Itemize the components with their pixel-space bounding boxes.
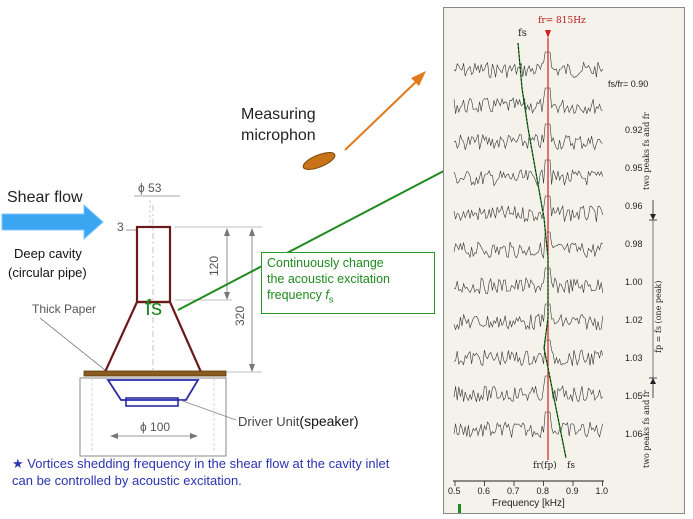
bottom-fs-label: fs xyxy=(567,461,575,471)
deep-cavity-label: Deep cavity xyxy=(14,246,82,261)
dim3-label: 3 xyxy=(117,220,124,234)
ratio-label: 0.96 xyxy=(625,201,643,211)
spectrum-trace xyxy=(453,267,604,295)
driver-unit-text: Driver Unit xyxy=(238,414,300,429)
ratio-label: 0.92 xyxy=(625,125,643,135)
ratio-label: 1.02 xyxy=(625,315,643,325)
spectrum-trace xyxy=(453,195,604,223)
note-line-3-text: frequency xyxy=(267,288,326,302)
note-f-symbol: f xyxy=(325,288,329,302)
x-tick-label: 0.7 xyxy=(507,486,520,496)
spectrum-trace xyxy=(453,339,604,367)
measuring-mic-label-1: Measuring xyxy=(241,106,316,123)
spectrum-trace xyxy=(453,87,603,115)
fs-tracking-line xyxy=(517,42,567,459)
x-tick-label: 0.9 xyxy=(566,486,579,496)
deep-cavity-pipe xyxy=(135,225,172,304)
microphone-arrow xyxy=(344,77,421,151)
speaker-box xyxy=(79,377,227,457)
dim320-label: 320 xyxy=(233,305,247,326)
apparatus-drawing xyxy=(1,71,443,457)
ratio-label: 1.00 xyxy=(625,277,643,287)
x-tick-label: 0.5 xyxy=(448,486,461,496)
link-line xyxy=(177,170,443,311)
note-line-2: the acoustic excitation xyxy=(267,272,390,286)
shear-flow-arrow xyxy=(1,203,104,241)
ratio-label: 1.05 xyxy=(625,391,643,401)
phi100-label: ϕ 100 xyxy=(140,420,171,434)
thick-paper-board xyxy=(83,370,227,377)
star-icon: ★ xyxy=(12,456,24,471)
top-fs-label: fs xyxy=(518,28,527,39)
speaker-unit xyxy=(106,379,200,401)
measuring-microphone xyxy=(302,152,336,170)
caption: ★ Vortices shedding frequency in the she… xyxy=(12,455,402,489)
excitation-note-box: Continuously change the acoustic excitat… xyxy=(261,252,435,314)
spectrum-trace xyxy=(453,159,604,187)
region-label-bottom: two peaks fs and fr xyxy=(642,390,651,468)
spectrum-trace xyxy=(453,123,603,151)
spectrum-panel: fs fr= 815Hz fr(fp) fs fs/fr= 0.90 0.92 0… xyxy=(443,7,685,514)
region-label-middle: fp = fs (one peak) xyxy=(654,280,663,353)
shear-flow-label: Shear flow xyxy=(7,189,83,206)
spectrum-trace xyxy=(453,303,604,331)
region-label-top: two peaks fs and fr xyxy=(642,112,651,190)
speaker-text: (speaker) xyxy=(299,413,359,429)
spectrum-trace xyxy=(453,51,604,78)
note-line-1: Continuously change xyxy=(267,256,384,270)
circular-pipe-label: (circular pipe) xyxy=(8,265,87,280)
spectrum-plot xyxy=(453,30,657,513)
note-line-3: frequency fs xyxy=(267,287,429,308)
spectrum-trace xyxy=(453,411,604,439)
note-s-subscript: s xyxy=(328,294,334,305)
ratio-label: 1.06 xyxy=(625,429,643,439)
x-tick-label: 1.0 xyxy=(595,486,609,496)
spectrum-trace xyxy=(453,375,604,403)
ratio-header: fs/fr= 0.90 xyxy=(608,79,649,89)
ratio-label: 0.95 xyxy=(625,163,643,173)
driver-unit-label: Driver Unit(speaker) xyxy=(238,413,359,429)
measuring-mic-label-2: microphon xyxy=(241,127,316,144)
ratio-label: 1.03 xyxy=(625,353,643,363)
x-axis-label: Frequency [kHz] xyxy=(492,498,565,509)
bottom-fr-label: fr(fp) xyxy=(533,461,557,471)
top-fr-label: fr= 815Hz xyxy=(538,16,586,26)
dim120-label: 120 xyxy=(207,255,221,276)
thick-paper-label: Thick Paper xyxy=(32,302,97,316)
fs-label: fs xyxy=(145,295,163,320)
ratio-label: 0.98 xyxy=(625,239,643,249)
x-tick-label: 0.6 xyxy=(477,486,491,496)
x-tick-label: 0.8 xyxy=(536,486,550,496)
caption-text: Vortices shedding frequency in the shear… xyxy=(12,456,390,488)
phi53-label: ϕ 53 xyxy=(138,181,162,195)
spectrum-trace xyxy=(453,231,603,260)
